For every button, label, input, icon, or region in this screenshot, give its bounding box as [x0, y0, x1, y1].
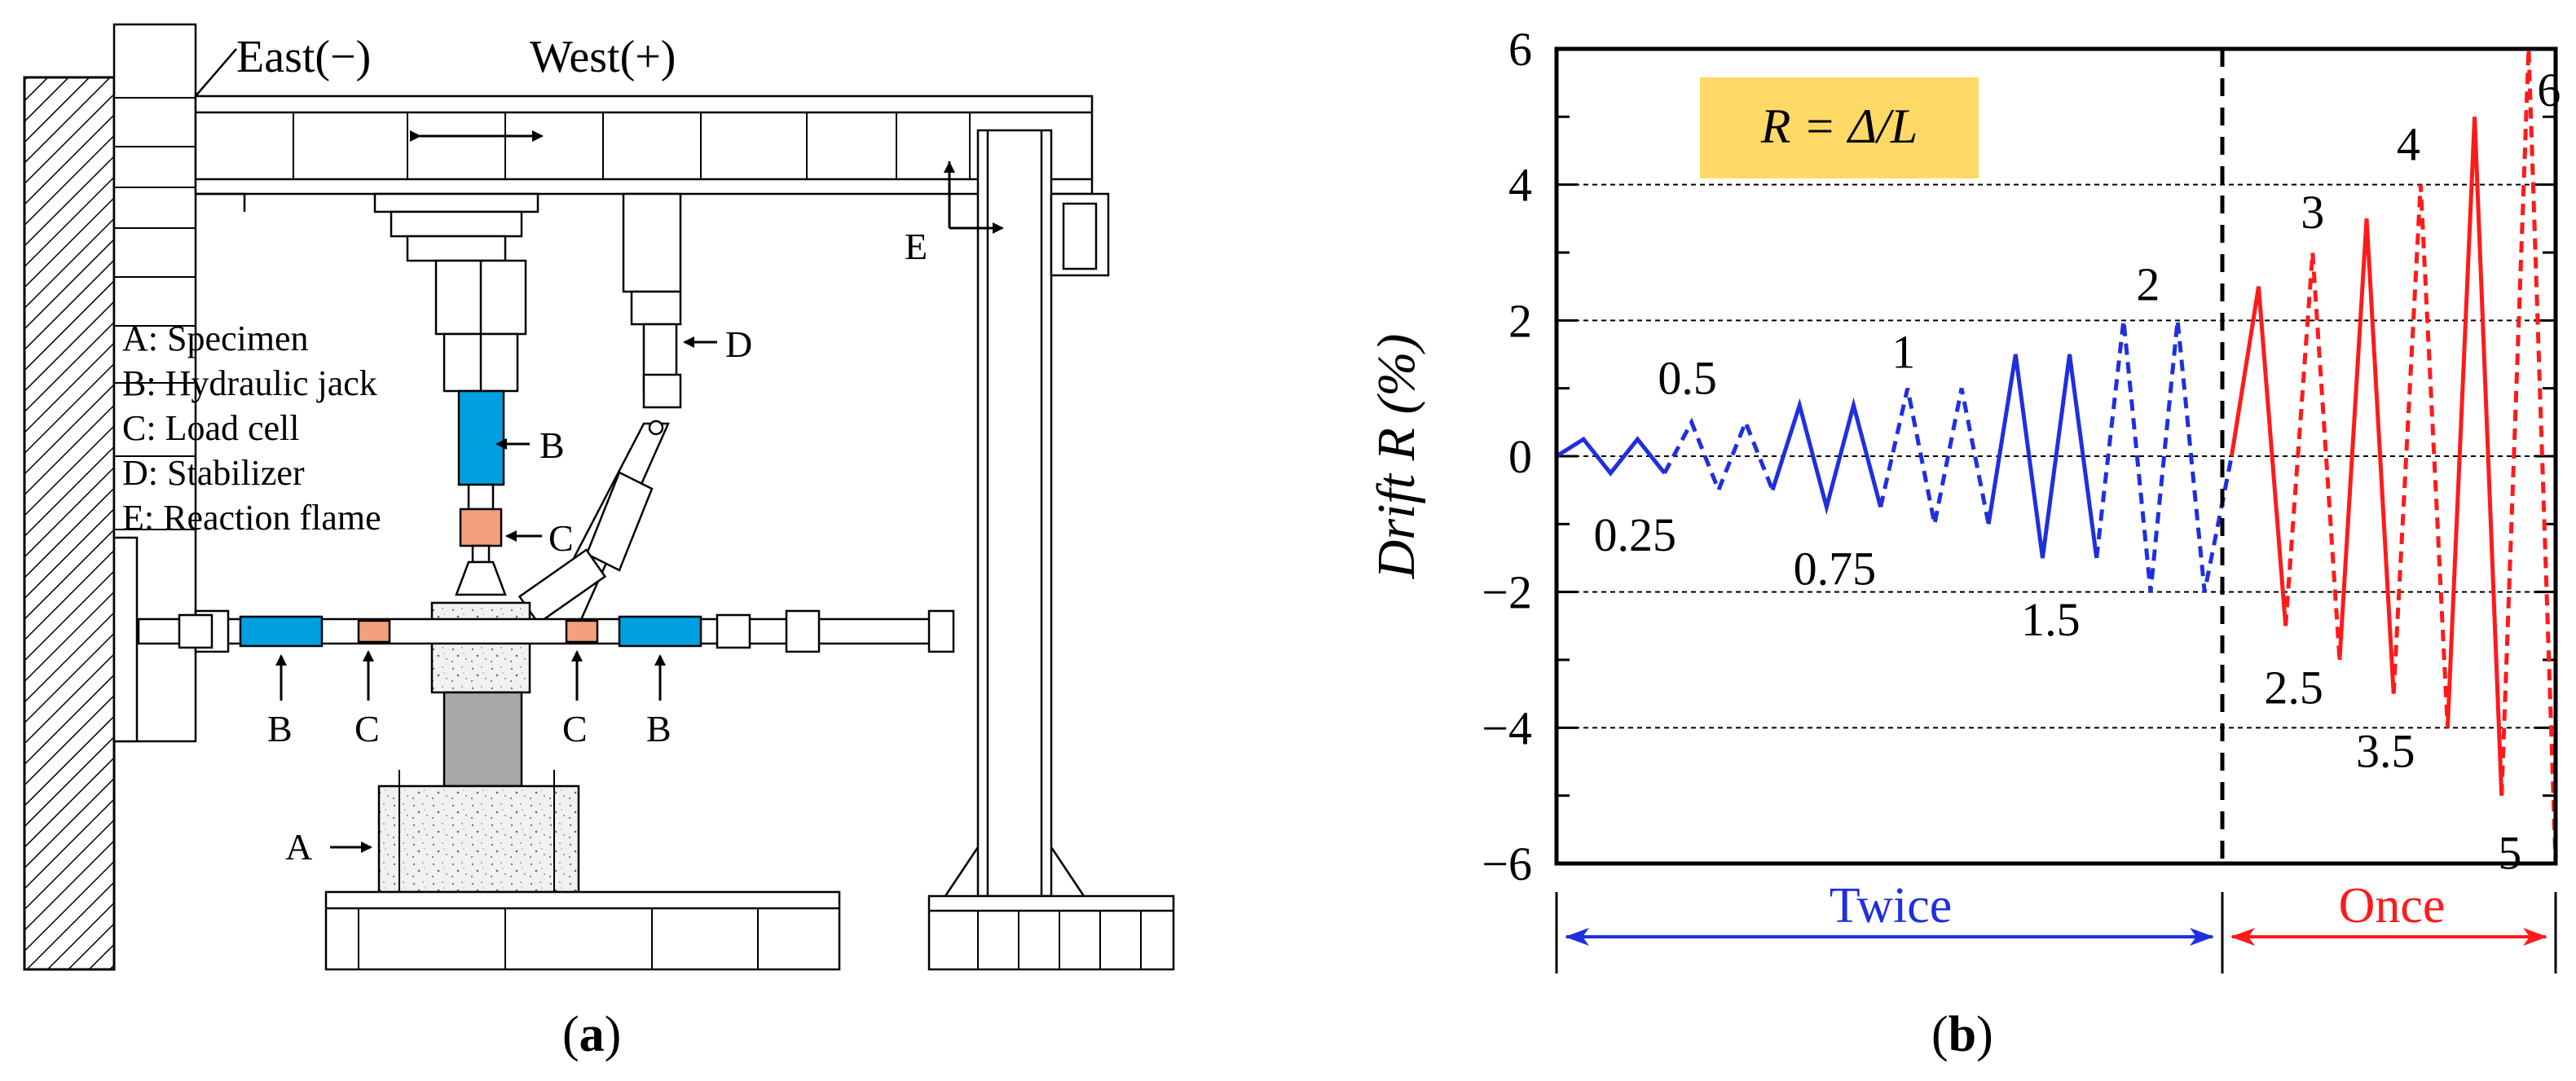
y-tick-label: 6	[1508, 23, 1532, 76]
amplitude-label: 2.5	[2264, 661, 2323, 714]
vertical-hydraulic-jack	[457, 389, 505, 486]
amplitude-label: 3	[2301, 186, 2324, 239]
specimen-column	[443, 691, 523, 788]
direction-east-label: East(−)	[236, 32, 371, 82]
y-tick-label: −2	[1482, 566, 1532, 619]
amplitude-label: 2	[2136, 257, 2160, 310]
legend-item-c: C: Load cell	[122, 408, 300, 448]
formula-label: R = Δ/L	[1760, 99, 1918, 153]
drift-history-chart: 6 4 2 0 −2 −4 −6 R = Δ/L 0.25 0.5 0.75 1 1.5 2 2.5 3 3…	[1367, 23, 2561, 1062]
y-axis-label: Drift R (%)	[1367, 334, 1426, 580]
series-line-4	[2391, 184, 2450, 728]
base-beam	[324, 890, 841, 971]
left-hydraulic-jack	[239, 615, 324, 648]
y-tick-label: 0	[1508, 430, 1532, 483]
reaction-frame-column	[976, 129, 1053, 898]
amplitude-label: 5	[2498, 827, 2521, 880]
vertical-load-cell	[459, 508, 503, 547]
amplitude-label: 0.25	[1594, 508, 1677, 561]
joint-block	[430, 601, 531, 694]
twice-label: Twice	[1830, 878, 1953, 934]
legend-item-b: B: Hydraulic jack	[122, 363, 377, 403]
legend-item-d: D: Stabilizer	[122, 453, 305, 493]
label-b-right: B	[646, 708, 672, 749]
y-tick-label: 4	[1508, 159, 1532, 212]
amplitude-label: 0.5	[1658, 351, 1717, 404]
amplitude-label: 3.5	[2356, 725, 2415, 778]
y-tick-label: 2	[1508, 294, 1532, 347]
series-line-5	[2445, 116, 2504, 796]
stabilizer-upper	[622, 192, 682, 293]
label-c-right: C	[562, 708, 588, 749]
left-load-cell	[357, 619, 391, 644]
caption-b: (b)	[1931, 1007, 1993, 1062]
series-line-1_5	[1986, 354, 2099, 559]
once-label: Once	[2339, 878, 2446, 934]
right-hydraulic-jack	[618, 615, 702, 648]
specimen-footing	[377, 784, 580, 894]
amplitude-label: 1	[1891, 326, 1915, 379]
legend-item-a: A: Specimen	[122, 319, 309, 358]
reaction-frame-base	[927, 894, 1175, 971]
chart-y-ticks: 6 4 2 0 −2 −4 −6	[1482, 23, 2556, 890]
series-line-0_25	[1555, 436, 1667, 477]
label-c-top: C	[548, 517, 574, 559]
amplitude-label: 4	[2397, 118, 2420, 171]
label-b-top: B	[539, 424, 565, 466]
label-c-left: C	[354, 708, 380, 749]
label-e: E	[905, 226, 927, 267]
chart-series	[1555, 48, 2558, 864]
amplitude-label: 1.5	[2021, 593, 2081, 646]
reaction-wall	[23, 76, 116, 971]
right-load-cell	[565, 619, 599, 644]
test-setup-diagram	[23, 23, 1175, 971]
series-line-1	[1878, 388, 1991, 525]
series-line-3_5	[2337, 218, 2396, 694]
label-b-left: B	[267, 708, 293, 749]
legend-item-e: E: Reaction flame	[122, 498, 381, 538]
formula-box	[1700, 77, 1979, 178]
series-line-0_75	[1770, 397, 1883, 516]
direction-west-label: West(+)	[530, 32, 676, 82]
chart-frame	[1554, 46, 2558, 866]
y-tick-label: −6	[1482, 837, 1532, 890]
panel-a-text: East(−) West(+) A: Specimen B: Hydraulic…	[122, 32, 927, 1062]
y-tick-label: −4	[1482, 701, 1532, 754]
series-line-0_5	[1662, 416, 1775, 496]
label-a: A	[285, 826, 312, 868]
series-line-6	[2499, 48, 2558, 864]
label-d: D	[725, 323, 752, 365]
series-line-2_5	[2229, 286, 2288, 626]
caption-a: (a)	[562, 1007, 621, 1062]
series-line-3	[2283, 252, 2342, 661]
amplitude-label: 0.75	[1794, 543, 1877, 595]
